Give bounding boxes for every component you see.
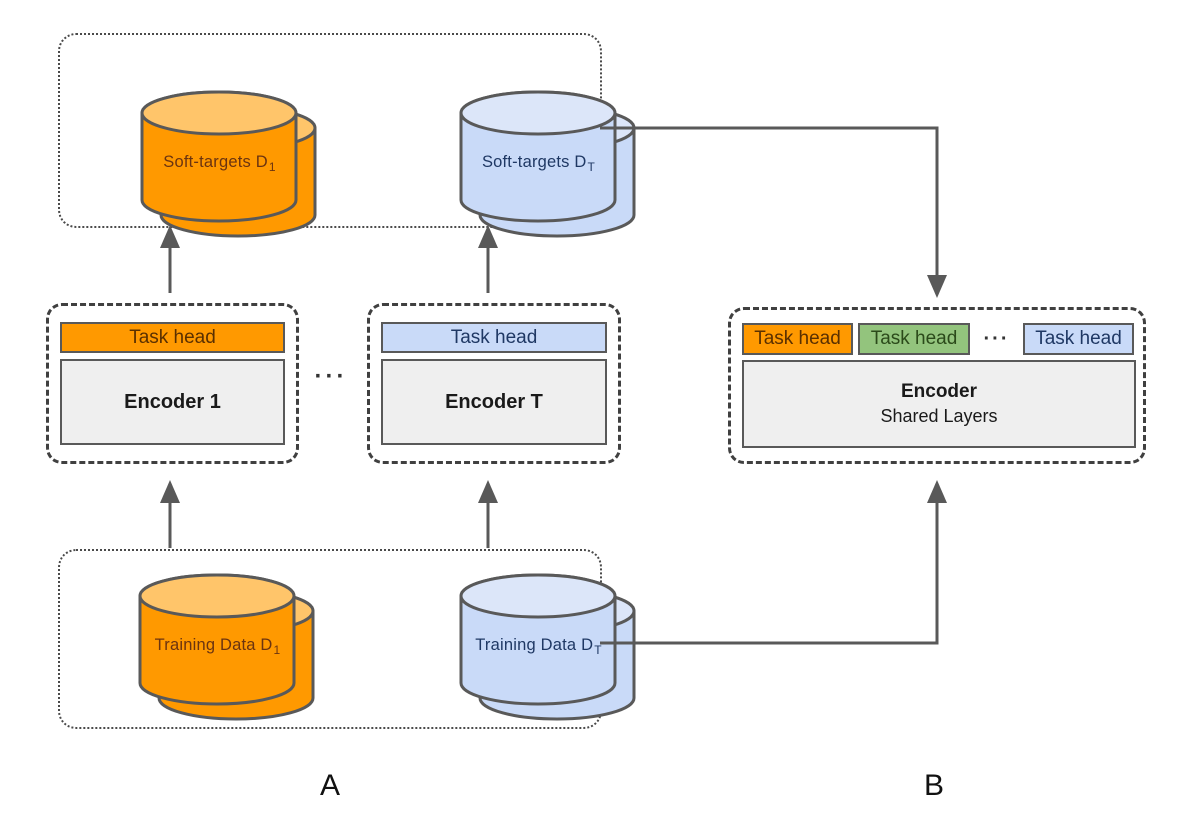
task-head-encoder-t: Task head xyxy=(381,322,607,353)
task-head-label: Task head xyxy=(129,326,216,348)
panel-b-label: B xyxy=(923,769,944,802)
shared-encoder-subtitle: Shared Layers xyxy=(880,406,998,426)
arrowhead-up xyxy=(927,480,947,503)
encoder-1-body: Encoder 1 xyxy=(60,359,285,445)
task-head-b-blue: Task head xyxy=(1023,323,1134,355)
task-head-b-green: Task head xyxy=(858,323,970,355)
task-head-encoder-1: Task head xyxy=(60,322,285,353)
encoder-t-module: Task head Encoder T xyxy=(367,303,621,464)
encoder-t-body: Encoder T xyxy=(381,359,607,445)
arrow-soft-targets-to-shared-encoder xyxy=(600,126,939,277)
arrowhead-up xyxy=(478,480,498,503)
shared-encoder-module: Task head Task head ··· Task head Encode… xyxy=(728,307,1146,464)
encoder-1-label: Encoder 1 xyxy=(124,390,221,413)
encoder-1-module: Task head Encoder 1 xyxy=(46,303,299,464)
task-head-label: Task head xyxy=(450,326,538,348)
task-head-label: Task head xyxy=(1035,328,1122,349)
database-icon xyxy=(140,90,317,238)
arrowhead-down xyxy=(927,275,947,298)
shared-encoder-body: Encoder Shared Layers xyxy=(742,360,1136,448)
arrowhead-up xyxy=(160,480,180,503)
encoders-ellipsis: ··· xyxy=(314,363,348,390)
encoder-t-label: Encoder T xyxy=(445,390,543,413)
panel-a-label: A xyxy=(319,769,340,802)
task-heads-ellipsis: ··· xyxy=(983,327,1010,350)
shared-encoder-title: Encoder xyxy=(900,381,978,402)
task-head-b-orange: Task head xyxy=(742,323,853,355)
task-head-label: Task head xyxy=(754,328,841,349)
arrow-training-to-shared-encoder xyxy=(600,502,939,645)
task-head-label: Task head xyxy=(870,328,958,349)
database-icon xyxy=(138,573,315,721)
